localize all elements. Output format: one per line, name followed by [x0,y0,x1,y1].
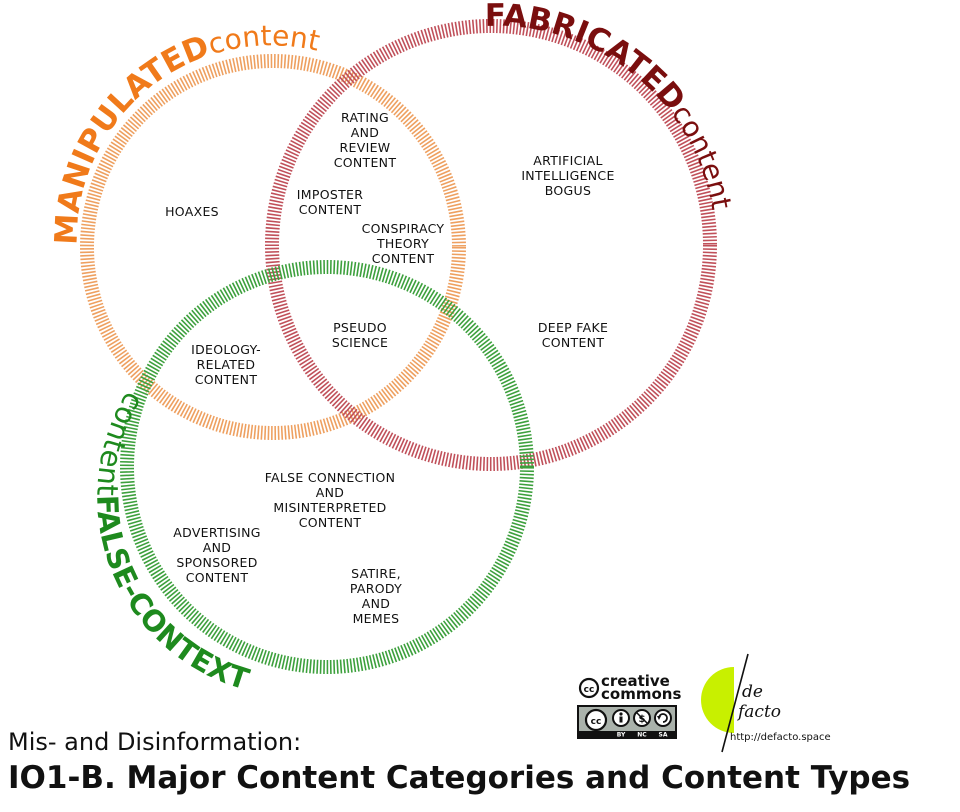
defacto-half-circle [701,667,734,733]
region-label-line: CONTENT [372,251,435,266]
defacto-url[interactable]: http://defacto.space [730,732,831,743]
region-label-line: PSEUDO [333,320,387,335]
region-label-line: SATIRE, [351,566,401,581]
region-label-line: BOGUS [545,183,591,198]
cc-icon [578,677,600,699]
creative-commons-logo: cc creative commons cc $ BY NC SA [577,672,681,739]
region-label-line: CONTENT [542,335,605,350]
defacto-slash [721,653,749,753]
defacto-line2: facto [736,702,781,722]
region-label-line: DEEP FAKE [538,320,608,335]
region-label-line: RELATED [197,357,256,372]
region-label-line: ARTIFICIAL [533,153,602,168]
region-label-line: IMPOSTER [297,187,363,202]
region-label-line: PARODY [350,581,402,596]
manipulated-circle [80,54,466,440]
cc-bottom-text: commons [601,685,681,703]
fabricated-circle [265,19,717,471]
region-label-line: CONTENT [186,570,249,585]
region-label-line: AND [362,596,390,611]
region-label-line: REVIEW [340,140,391,155]
footer-title: IO1-B. Major Content Categories and Cont… [8,760,911,796]
region-label-line: ADVERTISING [173,525,260,540]
region-label-line: RATING [341,110,389,125]
cc-top-text: creative [601,672,670,690]
svg-text:cc: cc [591,717,602,727]
region-label-line: HOAXES [165,204,219,219]
region-label-line: FALSE CONNECTION [265,470,396,485]
fabricated-label-bold: FABRICATED [485,0,692,118]
region-label-line: CONSPIRACY [362,221,445,236]
region-hoaxes: HOAXES [165,204,219,219]
region-label-line: AND [203,540,231,555]
region-label-line: AND [316,485,344,500]
region-label-line: MISINTERPRETED [273,500,386,515]
region-label-line: CONTENT [195,372,258,387]
badge-sa-text: SA [659,732,668,739]
badge-by-text: BY [617,732,626,739]
footer-subtitle: Mis- and Disinformation: [8,728,302,756]
svg-text:cc: cc [584,685,595,695]
region-label-line: IDEOLOGY- [191,342,261,357]
region-label-line: MEMES [353,611,400,626]
region-label-line: CONTENT [334,155,397,170]
region-label-line: SCIENCE [332,335,388,350]
region-label-line: SPONSORED [176,555,257,570]
sa-icon [654,709,672,727]
defacto-line1: de [742,682,763,702]
badge-nc-text: NC [637,732,647,739]
defacto-logo: de facto http://defacto.space [701,653,831,753]
region-label-line: INTELLIGENCE [521,168,614,183]
region-label-line: AND [351,125,379,140]
false-context-circle [120,260,534,674]
svg-text:$: $ [639,714,646,725]
false-context-label-light: content [90,386,151,496]
region-label-line: THEORY [376,236,429,251]
region-label-line: CONTENT [299,202,362,217]
region-label-line: CONTENT [299,515,362,530]
